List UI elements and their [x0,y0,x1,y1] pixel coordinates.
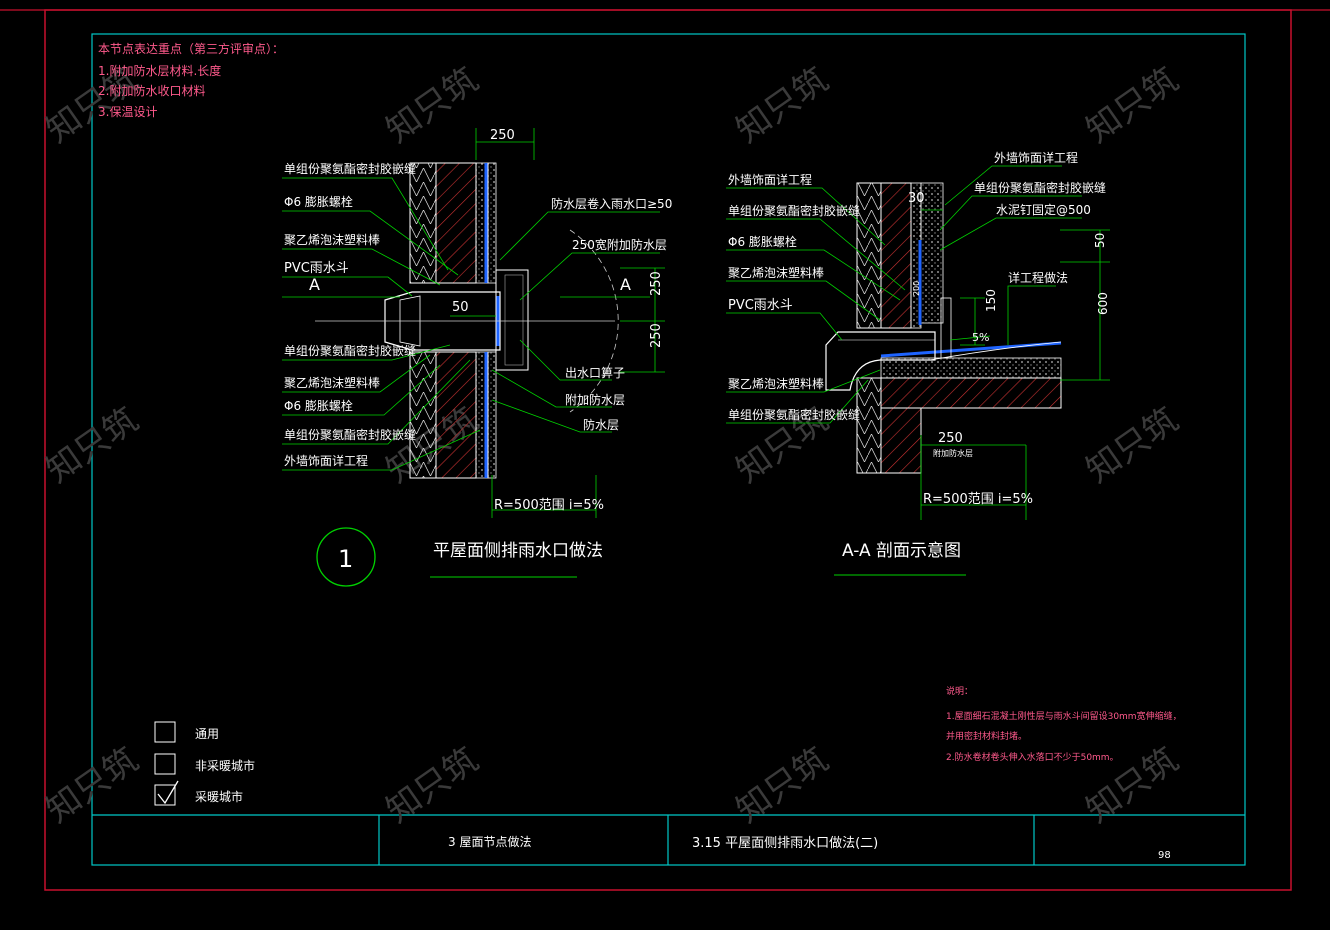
chapter-title: 3 屋面节点做法 [448,834,531,849]
label-foam-rod-2: 聚乙烯泡沫塑料棒 [284,375,380,390]
section-title: 3.15 平屋面侧排雨水口做法(二) [692,836,878,851]
dim-right-250-a: 250 [649,271,664,296]
note-item: 并用密封材料封堵。 [946,730,1027,742]
label-wall-finish-r2: 外墙饰面详工程 [994,150,1078,165]
legend-checkbox-non-heating [154,753,176,775]
dim-600: 600 [1096,292,1110,315]
page-number: 98 [1158,850,1171,861]
detail-right-labels: 外墙饰面详工程 单组份聚氨酯密封胶嵌缝 Φ6 膨胀螺栓 聚乙烯泡沫塑料棒 PVC… [728,150,1110,507]
detail-left-labels: 单组份聚氨酯密封胶嵌缝 Φ6 膨胀螺栓 聚乙烯泡沫塑料棒 PVC雨水斗 单组份聚… [284,128,672,513]
review-note-item: 2.附加防水收口材料 [98,83,205,98]
watermark: 知只筑 [729,740,835,831]
title-block: 3 屋面节点做法 3.15 平屋面侧排雨水口做法(二) 98 [448,834,1171,861]
label-outlet-grate: 出水口箅子 [565,365,625,380]
label-anchor-bolt-r: Φ6 膨胀螺栓 [728,234,797,249]
check-icon [157,780,179,805]
watermark: 知只筑 [379,60,485,151]
dim-right-250-b: 250 [649,323,664,348]
legend-label-heating: 采暖城市 [195,789,243,804]
label-waterproof-into-outlet: 防水层卷入雨水口≥50 [551,196,672,211]
label-sealant-r2: 单组份聚氨酯密封胶嵌缝 [728,407,860,422]
review-notes: 本节点表达重点（第三方评审点）： 1.附加防水层材料.长度 2.附加防水收口材料… [98,41,284,119]
review-note-item: 1.附加防水层材料.长度 [98,63,221,78]
review-note-item: 3.保温设计 [98,105,157,119]
label-sealant-3: 单组份聚氨酯密封胶嵌缝 [284,427,416,442]
dim-top-250: 250 [490,128,515,143]
label-foam-rod-r1: 聚乙烯泡沫塑料棒 [728,265,824,280]
notes-heading: 说明： [946,685,973,697]
label-foam-rod-1: 聚乙烯泡沫塑料棒 [284,232,380,247]
detail-number-circle [316,527,376,587]
small-label-extra-waterproof: 附加防水层 [933,448,973,458]
label-extra-waterproof-250: 250宽附加防水层 [572,237,667,252]
section-mark-a-right: A [620,275,631,294]
detail-number: 1 [338,545,353,573]
note-item: 2.防水卷材卷头伸入水落口不少于50mm。 [946,751,1119,763]
dim-inner-50: 50 [452,300,469,315]
note-item: 1.屋面细石混凝土刚性层与雨水斗间留设30mm宽伸缩缝， [946,710,1182,722]
dim-50: 50 [1093,233,1107,248]
inner-frame [91,33,1246,866]
legend-label-general: 通用 [195,727,219,741]
slope-5: 5% [972,331,989,344]
dim-150: 150 [984,289,998,312]
label-foam-rod-r2: 聚乙烯泡沫塑料棒 [728,376,824,391]
legend: 通用 非采暖城市 采暖城市 [154,721,255,806]
bottom-note-right: R=500范围 i=5% [923,492,1033,507]
dim-30: 30 [908,191,925,206]
dim-200: 200 [912,281,921,296]
legend-checkbox-general [154,721,176,743]
label-anchor-bolt-2: Φ6 膨胀螺栓 [284,398,353,413]
label-wall-finish-r: 外墙饰面详工程 [728,172,812,187]
label-sealant-r1: 单组份聚氨酯密封胶嵌缝 [728,203,860,218]
detail-left-title: 平屋面侧排雨水口做法 [433,541,603,561]
outer-frame [0,9,1330,891]
label-anchor-bolt-1: Φ6 膨胀螺栓 [284,194,353,209]
section-mark-a-left: A [309,275,320,294]
watermark: 知只筑 [729,60,835,151]
label-sealant-1: 单组份聚氨酯密封胶嵌缝 [284,161,416,176]
detail-right-drawing [726,165,1110,520]
label-sealant-r3: 单组份聚氨酯密封胶嵌缝 [974,180,1106,195]
label-see-engineering: 详工程做法 [1008,270,1068,285]
label-pvc-hopper-r: PVC雨水斗 [728,298,793,313]
legend-checkbox-heating [154,784,176,806]
label-wall-finish: 外墙饰面详工程 [284,453,368,468]
detail-titles: 1 平屋面侧排雨水口做法 A-A 剖面示意图 [316,527,966,587]
label-waterproof: 防水层 [583,417,619,432]
label-cement-nail: 水泥钉固定@500 [996,202,1091,217]
bottom-note-left: R=500范围 i=5% [494,498,604,513]
review-notes-heading: 本节点表达重点（第三方评审点）： [98,41,284,56]
explanation-notes: 说明： 1.屋面细石混凝土刚性层与雨水斗间留设30mm宽伸缩缝， 并用密封材料封… [946,685,1182,763]
dim-250-r: 250 [938,431,963,446]
detail-right-title: A-A 剖面示意图 [842,541,961,561]
detail-left-drawing [282,128,665,518]
label-sealant-2: 单组份聚氨酯密封胶嵌缝 [284,343,416,358]
label-extra-waterproof: 附加防水层 [565,392,625,407]
label-pvc-hopper: PVC雨水斗 [284,261,349,276]
watermark: 知只筑 [1079,400,1185,491]
legend-label-non-heating: 非采暖城市 [195,758,255,773]
watermark: 知只筑 [1079,60,1185,151]
watermark: 知只筑 [379,740,485,831]
